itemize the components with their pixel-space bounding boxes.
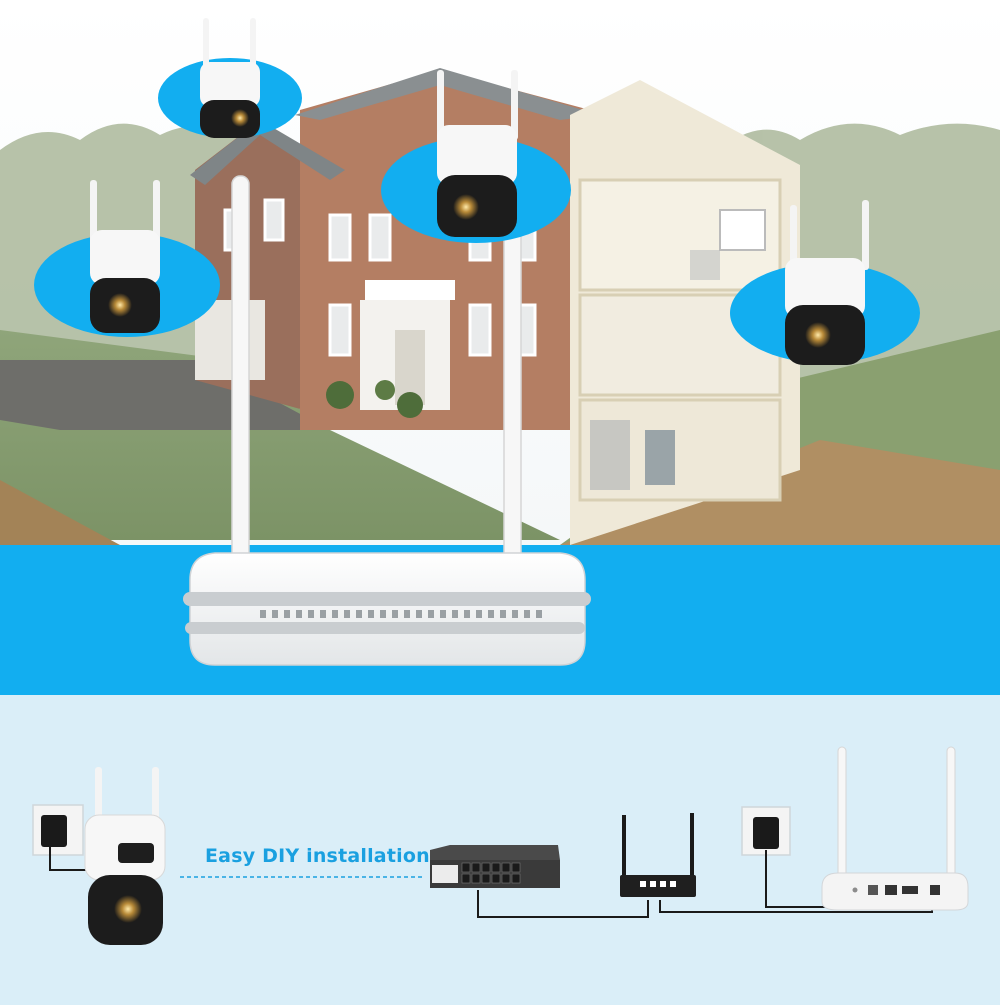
network-switch-icon — [430, 845, 560, 888]
camera-bubble-1 — [158, 18, 302, 138]
camera-bubble-3 — [34, 180, 220, 337]
camera-icon — [84, 767, 166, 945]
router-icon — [620, 813, 696, 897]
house-scene — [0, 0, 1000, 695]
nvr-recorder-icon — [821, 746, 969, 911]
nvr-recorder-icon — [183, 175, 591, 666]
installation-diagram: Easy DIY installation — [0, 695, 1000, 1000]
power-adapter-icon — [741, 806, 791, 856]
camera-bubble-2 — [381, 70, 571, 243]
power-adapter-icon — [32, 804, 84, 856]
camera-bubble-4 — [730, 200, 920, 365]
installation-caption: Easy DIY installation — [205, 845, 430, 867]
